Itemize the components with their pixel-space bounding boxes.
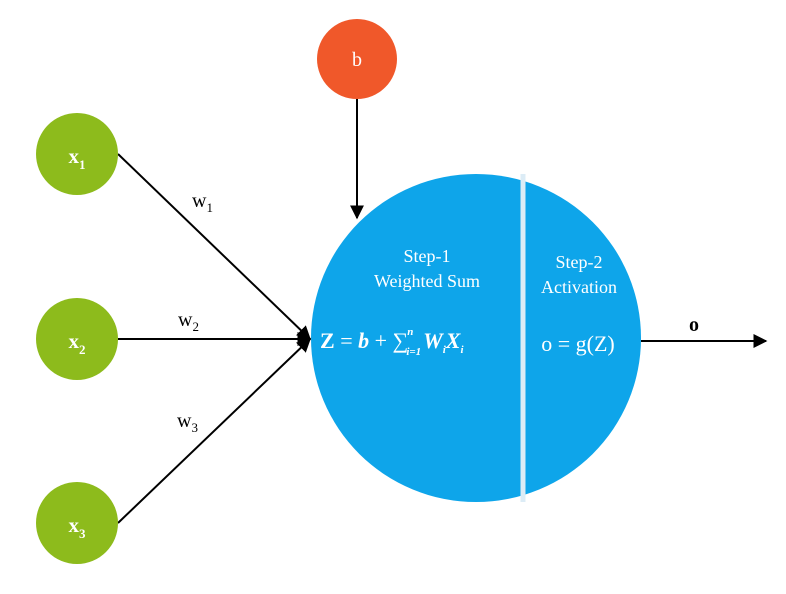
neuron-body: Step-1 Weighted Sum Step-2 Activation Z … (311, 174, 641, 502)
input-node-x2: x2 (36, 298, 118, 380)
step2-title: Step-2 (556, 252, 603, 272)
activation-formula: o = g(Z) (541, 331, 615, 356)
step1-subtitle: Weighted Sum (374, 271, 480, 291)
svg-text:x1: x1 (69, 144, 86, 172)
output-label: o (689, 314, 699, 336)
input-node-x1: x1 (36, 113, 118, 195)
bias-label: b (352, 49, 362, 71)
edge-x3-neuron (117, 338, 312, 524)
step1-title: Step-1 (404, 246, 451, 266)
bias-node: b (317, 19, 397, 99)
weight-label-w2: w2 (178, 309, 199, 334)
svg-text:x3: x3 (69, 513, 87, 541)
weight-label-w3: w3 (177, 410, 198, 435)
edge-x1-neuron (117, 153, 312, 340)
weight-label-w1: w1 (192, 190, 213, 215)
input-node-x3: x3 (36, 482, 118, 564)
step2-subtitle: Activation (541, 277, 617, 297)
svg-text:x2: x2 (69, 329, 86, 357)
